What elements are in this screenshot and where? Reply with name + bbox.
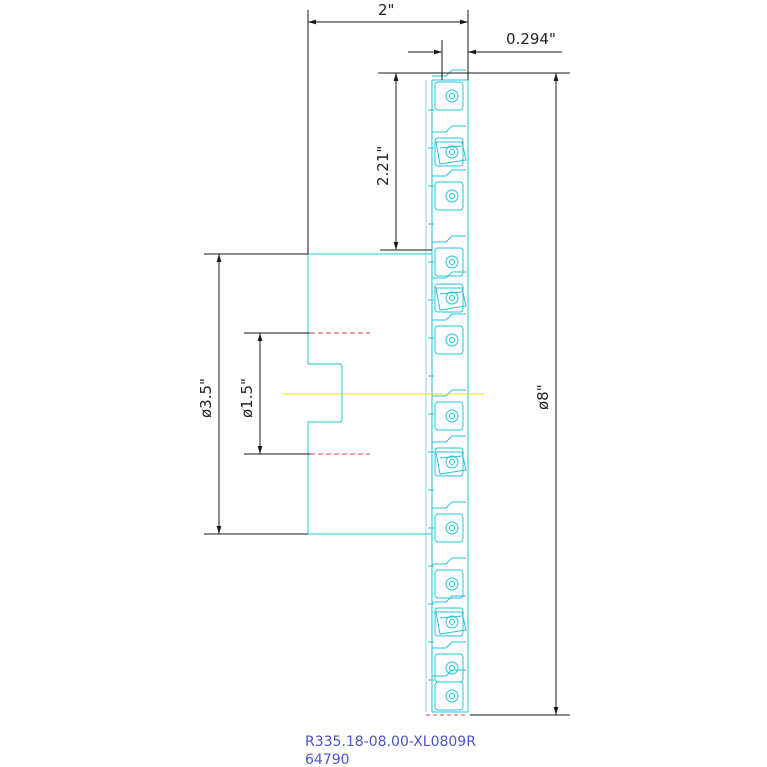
dimension-depth-221in: 2.21" bbox=[374, 73, 432, 251]
insert-pocket bbox=[432, 69, 466, 111]
part-id: 64790 bbox=[305, 752, 350, 767]
dim-2in-label: 2" bbox=[378, 1, 394, 19]
dim-8in-label: ø8" bbox=[534, 384, 552, 410]
insert-pocket bbox=[432, 389, 466, 431]
insert-pocket bbox=[432, 125, 467, 167]
insert-pocket bbox=[432, 669, 466, 711]
insert-pocket bbox=[432, 595, 467, 637]
part-number: R335.18-08.00-XL0809R bbox=[305, 734, 476, 750]
dim-35in-label: ø3.5" bbox=[197, 378, 215, 418]
dimension-dia-8in: ø8" bbox=[534, 73, 559, 715]
insert-pocket bbox=[432, 169, 466, 211]
dimension-dia-15in: ø1.5" bbox=[238, 332, 310, 455]
insert-pockets bbox=[428, 69, 467, 711]
dimension-width-0294in: 0.294" bbox=[408, 30, 562, 80]
dimension-dia-35in: ø3.5" bbox=[197, 253, 308, 535]
insert-pocket bbox=[432, 435, 467, 477]
hub-outline bbox=[307, 253, 432, 535]
dim-0294in-label: 0.294" bbox=[506, 30, 556, 48]
insert-pocket bbox=[432, 271, 467, 313]
dim-221in-label: 2.21" bbox=[374, 146, 392, 186]
insert-pocket bbox=[432, 235, 466, 277]
dim-15in-label: ø1.5" bbox=[238, 378, 256, 418]
insert-pocket bbox=[432, 313, 466, 355]
insert-pocket bbox=[432, 557, 466, 599]
insert-pocket bbox=[432, 501, 466, 543]
dimension-width-2in: 2" bbox=[307, 1, 469, 254]
